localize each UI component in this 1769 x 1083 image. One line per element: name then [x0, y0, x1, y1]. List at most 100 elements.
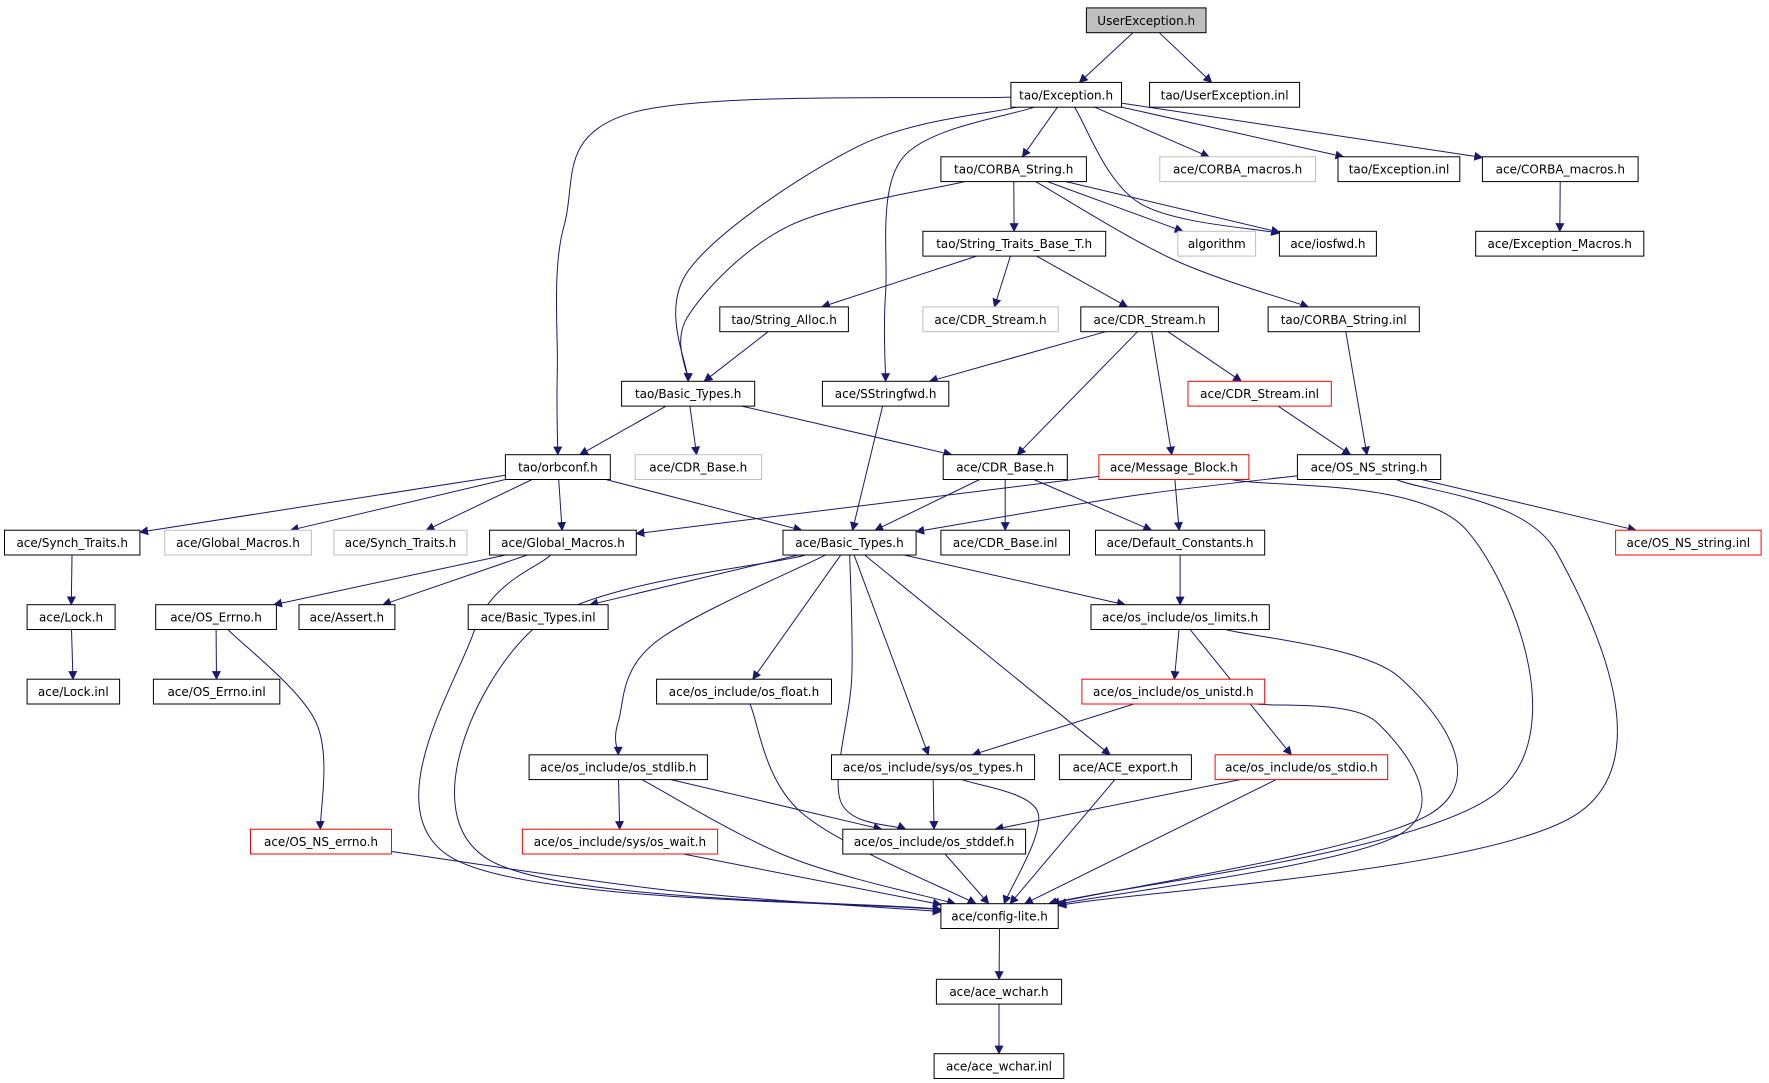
- node-tao-basic-types-h[interactable]: tao/Basic_Types.h: [621, 380, 756, 407]
- node-box: [26, 678, 121, 705]
- edge-tao_string_traits_base_t_h-to-tao_string_alloc_h: [821, 255, 977, 309]
- edge-ace_message_block_h-to-ace_global_macros_h: [635, 475, 1099, 538]
- node-box: [504, 454, 611, 481]
- node-label: algorithm: [1188, 237, 1246, 251]
- node-label: ace/OS_Errno.inl: [167, 685, 265, 699]
- edge-ace_os_stdlib_h-to-ace_os_stddef_h: [670, 779, 883, 832]
- node-ace-os-limits-h[interactable]: ace/os_include/os_limits.h: [1090, 604, 1270, 631]
- node-ace-cdr-base-inl[interactable]: ace/CDR_Base.inl: [940, 529, 1071, 556]
- node-label: ace/os_include/os_float.h: [669, 685, 819, 699]
- node-ace-os-ns-errno-h[interactable]: ace/OS_NS_errno.h: [250, 828, 392, 855]
- edge-tao_exception_h-to-tao_basic_types_h: [675, 106, 1017, 383]
- edge-ace_global_macros_h-to-ace_assert_h: [382, 554, 528, 607]
- node-tao-string-alloc-h[interactable]: tao/String_Alloc.h: [719, 306, 849, 333]
- node-label: tao/Exception.inl: [1349, 163, 1450, 177]
- node-label: ace/CDR_Stream.inl: [1200, 387, 1319, 401]
- node-ace-exception-macros-h[interactable]: ace/Exception_Macros.h: [1475, 230, 1645, 257]
- node-ace-os-errno-inl[interactable]: ace/OS_Errno.inl: [152, 678, 281, 705]
- node-box: [1615, 529, 1762, 556]
- edge-ace_cdr_stream_h-to-ace_cdr_stream_inl: [1167, 331, 1243, 382]
- node-tao-corba-string-inl[interactable]: tao/CORBA_String.inl: [1267, 306, 1420, 333]
- node-tao-corba-string-h[interactable]: tao/CORBA_String.h: [940, 156, 1087, 183]
- node-box: [1214, 754, 1389, 781]
- node-box: [1187, 380, 1332, 407]
- edge-tao_exception_h-to-ace_iosfwd_h: [1074, 106, 1281, 236]
- node-box: [528, 754, 708, 781]
- node-label: ace/Exception_Macros.h: [1487, 237, 1631, 251]
- node-tao-string-traits-base-t-h[interactable]: tao/String_Traits_Base_T.h: [922, 230, 1107, 257]
- node-ace-cdr-stream-inl[interactable]: ace/CDR_Stream.inl: [1187, 380, 1332, 407]
- node-ace-global-macros-gray[interactable]: ace/Global_Macros.h: [164, 529, 312, 556]
- node-label: ace/os_include/os_unistd.h: [1093, 685, 1254, 699]
- node-box: [1149, 81, 1301, 108]
- node-box: [250, 828, 392, 855]
- edge-ace_cdr_base_h-to-ace_basic_types_h: [874, 479, 980, 531]
- node-ace-os-wait-h[interactable]: ace/os_include/sys/os_wait.h: [521, 828, 719, 855]
- node-ace-os-stdio-h[interactable]: ace/os_include/os_stdio.h: [1214, 754, 1389, 781]
- node-algorithm[interactable]: algorithm: [1177, 230, 1257, 257]
- node-ace-os-ns-string-inl[interactable]: ace/OS_NS_string.inl: [1615, 529, 1762, 556]
- node-ace-os-stddef-h[interactable]: ace/os_include/os_stddef.h: [842, 828, 1027, 855]
- node-ace-global-macros-h[interactable]: ace/Global_Macros.h: [489, 529, 637, 556]
- node-userexception-h[interactable]: UserException.h: [1085, 7, 1207, 34]
- edge-ace_os_ns_string_h-to-ace_config_lite_h: [1057, 479, 1618, 909]
- node-ace-synch-traits-gray[interactable]: ace/Synch_Traits.h: [333, 529, 468, 556]
- node-label: ace/OS_NS_string.h: [1311, 461, 1428, 475]
- node-ace-os-stdlib-h[interactable]: ace/os_include/os_stdlib.h: [528, 754, 708, 781]
- node-label: ace/SStringfwd.h: [835, 387, 937, 401]
- node-ace-sstringfwd-h[interactable]: ace/SStringfwd.h: [821, 380, 950, 407]
- node-ace-cdr-stream-h[interactable]: ace/CDR_Stream.h: [1080, 306, 1219, 333]
- node-ace-ace-wchar-inl[interactable]: ace/ace_wchar.inl: [933, 1053, 1065, 1079]
- node-ace-os-float-h[interactable]: ace/os_include/os_float.h: [656, 678, 832, 705]
- node-ace-os-ns-string-h[interactable]: ace/OS_NS_string.h: [1296, 454, 1442, 481]
- node-label: UserException.h: [1097, 14, 1195, 28]
- node-ace-basic-types-h[interactable]: ace/Basic_Types.h: [782, 529, 917, 556]
- node-layer: UserException.h tao/Exception.h tao/UserEx…: [4, 7, 1762, 1079]
- node-ace-ace-export-h[interactable]: ace/ACE_export.h: [1058, 754, 1192, 781]
- node-ace-os-types-h[interactable]: ace/os_include/sys/os_types.h: [831, 754, 1036, 781]
- edge-tao_exception_h-to-ace_corba_macros_h: [1121, 102, 1484, 161]
- node-box: [152, 678, 281, 705]
- edge-ace_os_limits_h-to-ace_os_unistd_h: [1170, 629, 1180, 681]
- node-tao-exception-inl[interactable]: tao/Exception.inl: [1337, 156, 1461, 183]
- node-ace-basic-types-inl[interactable]: ace/Basic_Types.inl: [467, 604, 609, 631]
- node-ace-assert-h[interactable]: ace/Assert.h: [298, 604, 396, 631]
- node-box: [621, 380, 756, 407]
- node-ace-lock-inl[interactable]: ace/Lock.inl: [26, 678, 121, 705]
- node-label: tao/String_Alloc.h: [731, 313, 837, 327]
- edge-ace_os_stdio_h-to-ace_config_lite_h: [1023, 779, 1277, 905]
- edge-tao_exception_h-to-tao_orbconf_h: [553, 96, 1011, 456]
- node-ace-lock-h[interactable]: ace/Lock.h: [26, 604, 116, 631]
- node-tao-cdr-stream-gray[interactable]: ace/CDR_Stream.h: [922, 306, 1059, 333]
- node-ace-cdr-base-h[interactable]: ace/CDR_Base.h: [942, 454, 1068, 481]
- node-label: ace/Lock.h: [39, 611, 103, 625]
- edge-ace_os_ns_string_h-to-ace_os_ns_string_inl: [1421, 479, 1637, 533]
- node-tao-orbconf-h[interactable]: tao/orbconf.h: [504, 454, 611, 481]
- node-ace-ace-wchar-h[interactable]: ace/ace_wchar.h: [935, 978, 1063, 1005]
- node-box: [521, 828, 719, 855]
- node-label: ace/OS_NS_errno.h: [264, 835, 378, 849]
- node-ace-corba-macros-h[interactable]: ace/CORBA_macros.h: [1481, 156, 1639, 183]
- node-ace-default-constants-h[interactable]: ace/Default_Constants.h: [1095, 529, 1266, 556]
- edge-ace_os_wait_h-to-ace_config_lite_h: [683, 853, 942, 908]
- node-box: [842, 828, 1027, 855]
- node-ace-message-block-h[interactable]: ace/Message_Block.h: [1098, 454, 1250, 481]
- node-ace-iosfwd-h[interactable]: ace/iosfwd.h: [1278, 230, 1377, 257]
- edge-tao_orbconf_h-to-ace_synch_traits_gray: [425, 479, 533, 531]
- node-tao-userexception-inl[interactable]: tao/UserException.inl: [1149, 81, 1301, 108]
- node-label: ace/CDR_Base.h: [956, 461, 1054, 475]
- edge-tao_exception_h-to-tao_corba_string_h: [1021, 106, 1058, 158]
- node-ace-os-errno-h[interactable]: ace/OS_Errno.h: [155, 604, 277, 631]
- node-ace-os-unistd-h[interactable]: ace/os_include/os_unistd.h: [1081, 678, 1266, 705]
- node-label: tao/CORBA_String.h: [954, 163, 1073, 177]
- node-ace-config-lite-h[interactable]: ace/config-lite.h: [940, 903, 1059, 930]
- node-box: [634, 454, 763, 481]
- node-box: [922, 306, 1059, 333]
- node-tao-exception-h[interactable]: tao/Exception.h: [1010, 81, 1123, 108]
- node-ace-synch-traits-h[interactable]: ace/Synch_Traits.h: [4, 529, 141, 556]
- node-ace-cdr-base-gray[interactable]: ace/CDR_Base.h: [634, 454, 763, 481]
- edge-ace_os_stdlib_h-to-ace_config_lite_h: [641, 779, 957, 906]
- node-ace-corba-macros-gray[interactable]: ace/CORBA_macros.h: [1159, 156, 1317, 183]
- node-label: ace/ace_wchar.h: [949, 985, 1048, 999]
